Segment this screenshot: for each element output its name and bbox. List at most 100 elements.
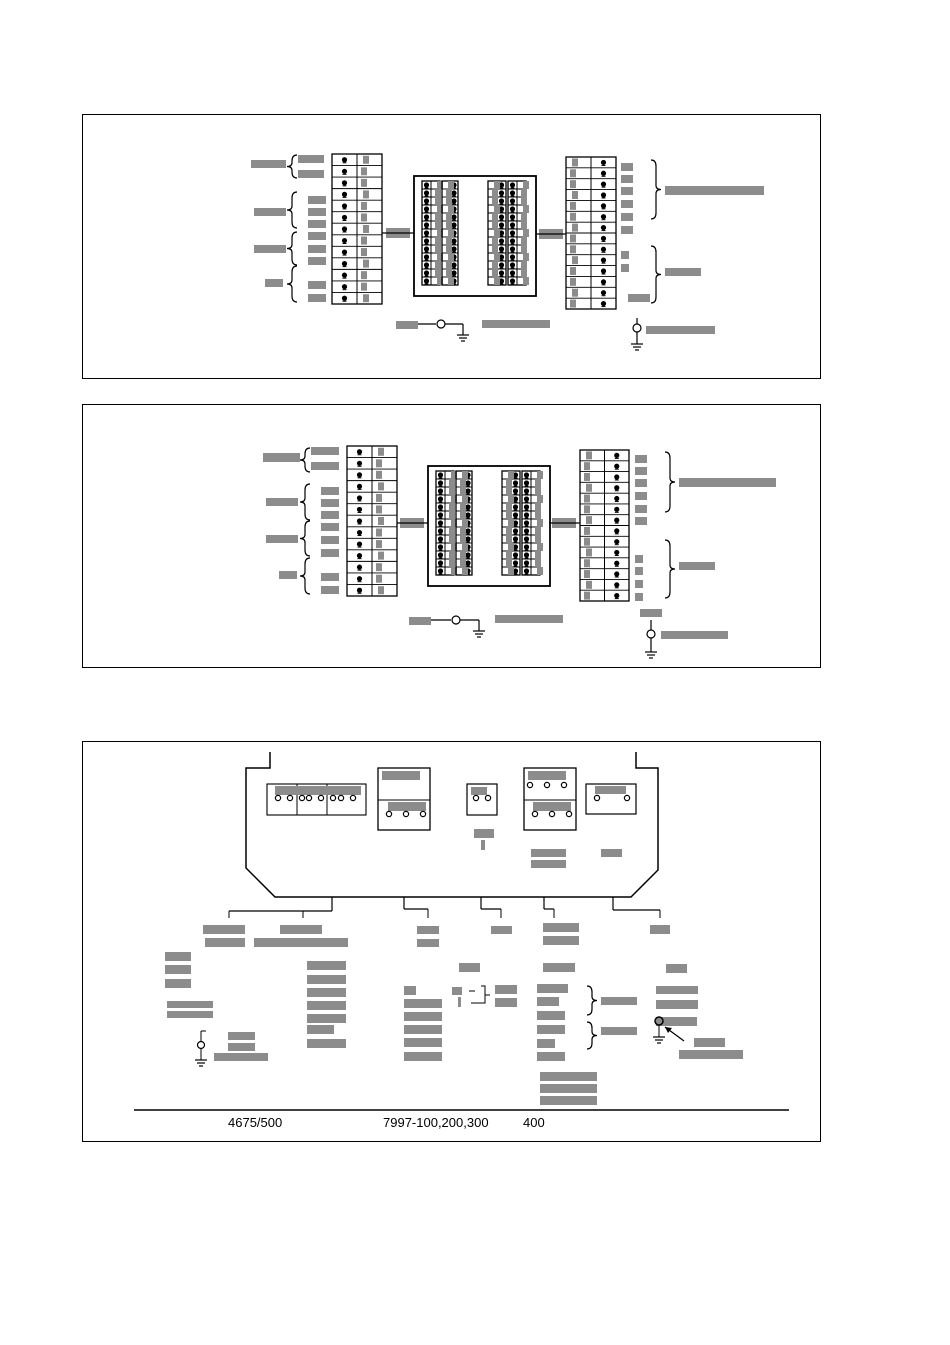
redacted-label (543, 936, 579, 945)
terminal-screw-icon (423, 182, 430, 188)
terminal-screw-icon (465, 528, 471, 534)
redacted-label (404, 986, 416, 995)
redacted-label (307, 1025, 334, 1034)
redacted-label (321, 487, 339, 495)
redacted-label (376, 528, 382, 537)
redacted-label (448, 181, 454, 189)
redacted-label (531, 849, 566, 857)
redacted-label (167, 1001, 213, 1008)
redacted-label (537, 567, 543, 575)
redacted-label (437, 181, 443, 189)
connector-pin-icon (543, 781, 551, 789)
terminal-screw-icon (423, 198, 430, 204)
redacted-label (361, 271, 367, 280)
terminal-screw-icon (423, 270, 430, 276)
part-number-left: 4675/500 (228, 1115, 283, 1130)
terminal-screw-icon (512, 544, 519, 550)
redacted-label (584, 494, 590, 503)
terminal-screw-icon (512, 568, 519, 574)
terminal-screw-icon (614, 582, 620, 588)
redacted-label (621, 200, 633, 208)
redacted-label (361, 213, 367, 222)
redacted-label (535, 559, 541, 567)
redacted-label (266, 498, 298, 506)
redacted-label (378, 551, 384, 560)
redacted-label (584, 591, 590, 600)
terminal-screw-icon (614, 539, 620, 545)
redacted-label (404, 1038, 442, 1047)
terminal-screw-icon (509, 182, 516, 188)
redacted-label (508, 495, 514, 503)
redacted-label (572, 158, 578, 167)
redacted-label (491, 926, 512, 934)
terminal-screw-icon (509, 198, 516, 204)
connector-pin-icon (526, 781, 534, 789)
redacted-label (363, 259, 369, 268)
terminal-screw-icon (341, 284, 348, 290)
arrow-icon (665, 1027, 672, 1033)
terminal-screw-icon (437, 528, 444, 534)
redacted-label (506, 551, 512, 559)
redacted-label (266, 535, 298, 543)
redacted-label (535, 487, 541, 495)
terminal-screw-icon (600, 257, 607, 263)
redacted-label (635, 505, 647, 513)
redacted-label (275, 786, 361, 795)
redacted-label (460, 487, 466, 495)
redacted-label (679, 562, 715, 570)
redacted-label (361, 248, 367, 257)
redacted-label (492, 221, 498, 229)
redacted-label (435, 221, 441, 229)
redacted-label (628, 294, 650, 302)
terminal-screw-icon (523, 536, 530, 542)
redacted-label (521, 221, 527, 229)
terminal-screw-icon (423, 206, 430, 212)
redacted-label (635, 492, 647, 500)
connector-pin-icon (472, 794, 480, 802)
terminal-screw-icon (437, 568, 444, 574)
terminal-screw-icon (437, 560, 444, 566)
redacted-label (584, 526, 590, 535)
redacted-label (537, 543, 543, 551)
redacted-label (361, 167, 367, 176)
terminal-screw-icon (451, 214, 457, 220)
terminal-screw-icon (356, 553, 363, 559)
terminal-screw-icon (356, 506, 363, 513)
redacted-label (601, 1027, 637, 1035)
redacted-label (640, 609, 662, 617)
connector-pin-icon (196, 1040, 206, 1050)
redacted-label (449, 535, 455, 543)
terminal-screw-icon (512, 512, 519, 518)
terminal-screw-icon (437, 536, 444, 542)
terminal-screw-icon (341, 237, 348, 244)
redacted-label (460, 503, 466, 511)
terminal-screw-icon (341, 261, 348, 267)
redacted-label (572, 288, 578, 297)
redacted-label (621, 264, 629, 272)
terminal-screw-icon (523, 568, 530, 574)
redacted-label (451, 519, 457, 527)
redacted-label (621, 175, 633, 183)
redacted-label (646, 326, 715, 334)
connector-pin-icon (419, 810, 427, 818)
connector-pin-icon (337, 794, 345, 802)
terminal-screw-icon (509, 246, 516, 252)
redacted-label (521, 197, 527, 205)
redacted-label (435, 245, 441, 253)
redacted-label (308, 245, 326, 253)
terminal-screw-icon (600, 203, 607, 209)
redacted-label (679, 478, 776, 487)
redacted-label (584, 472, 590, 481)
redacted-label (584, 559, 590, 568)
redacted-label (376, 540, 382, 549)
redacted-label (452, 987, 462, 995)
redacted-label (448, 253, 454, 261)
redacted-label (570, 277, 576, 286)
redacted-label (492, 197, 498, 205)
redacted-label (492, 189, 498, 197)
redacted-label (584, 570, 590, 579)
redacted-label (540, 1084, 597, 1093)
redacted-label (361, 282, 367, 291)
terminal-screw-icon (614, 485, 620, 491)
